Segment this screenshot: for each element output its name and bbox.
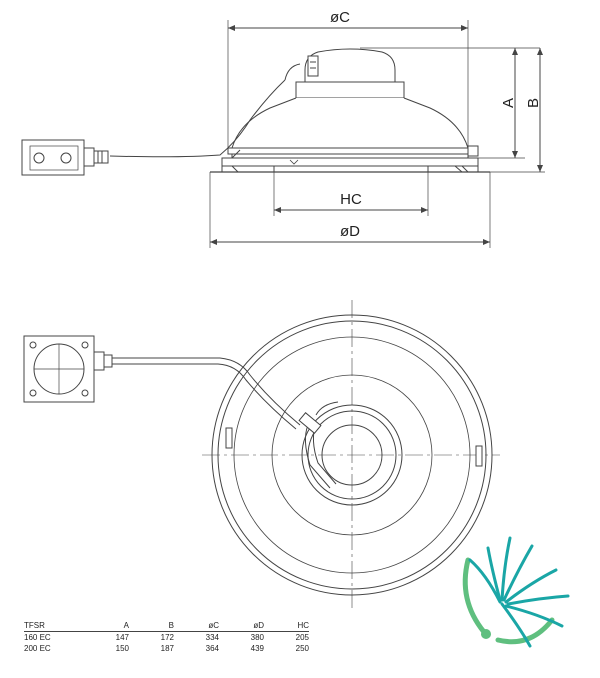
cell-a: 150 <box>115 643 129 653</box>
table-row: 160 EC 147 172 334 380 205 <box>24 632 309 644</box>
header-model: TFSR <box>24 620 84 632</box>
side-view <box>21 20 545 248</box>
cell-b: 187 <box>160 643 174 653</box>
label-hc: HC <box>340 191 362 208</box>
cell-diameter-c: 334 <box>205 632 219 642</box>
header-a: A <box>84 620 129 632</box>
table-row: 200 EC 150 187 364 439 250 <box>24 643 309 654</box>
label-diameter-c: øC <box>330 9 350 26</box>
cell-b: 172 <box>160 632 174 642</box>
cell-hc: 250 <box>295 643 309 653</box>
label-diameter-d: øD <box>340 223 360 240</box>
cell-diameter-d: 380 <box>250 632 264 642</box>
top-view <box>23 300 500 612</box>
cell-hc: 205 <box>295 632 309 642</box>
cell-a: 147 <box>115 632 129 642</box>
cell-diameter-d: 439 <box>250 643 264 653</box>
cell-diameter-c: 364 <box>205 643 219 653</box>
header-diameter-d: øD <box>219 620 264 632</box>
cell-model: 160 EC <box>24 632 51 642</box>
header-diameter-c: øC <box>174 620 219 632</box>
label-height-a: A <box>500 98 517 108</box>
spec-table: TFSR A B øC øD HC 160 EC 147 172 334 380… <box>24 620 309 654</box>
header-hc: HC <box>264 620 309 632</box>
cell-model: 200 EC <box>24 643 51 653</box>
table-header-row: TFSR A B øC øD HC <box>24 620 309 632</box>
header-b: B <box>129 620 174 632</box>
label-height-b: B <box>525 98 542 108</box>
brand-logo <box>462 536 570 648</box>
